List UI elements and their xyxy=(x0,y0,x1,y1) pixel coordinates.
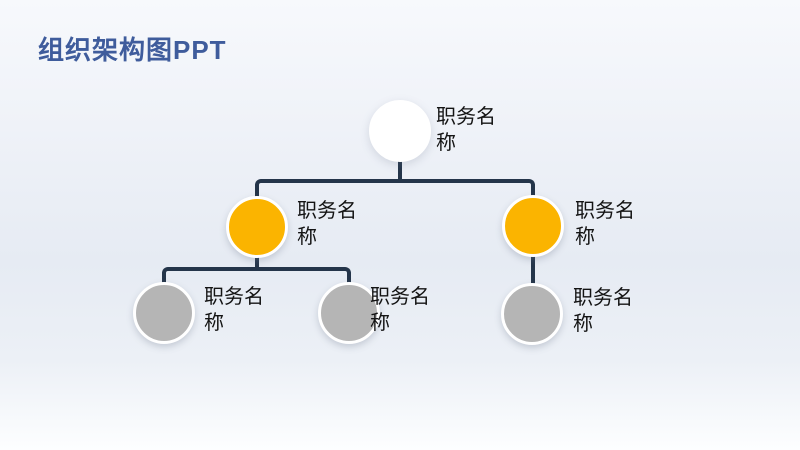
org-node-level3-second-label: 职务名称 xyxy=(370,286,430,334)
org-node-level3-first-label: 职务名称 xyxy=(204,286,264,334)
page-title: 组织架构图PPT xyxy=(38,35,227,65)
connector-root-stub xyxy=(398,158,402,181)
org-node-level3-third-circle xyxy=(501,283,563,345)
org-node-level3-third-label: 职务名称 xyxy=(573,287,633,335)
org-node-level2-right-label: 职务名称 xyxy=(575,200,635,248)
org-node-level2-left-label: 职务名称 xyxy=(297,200,357,248)
org-node-level3-first-circle xyxy=(133,282,195,344)
org-node-root-circle xyxy=(369,100,431,162)
connector-level2a-stub xyxy=(255,255,259,269)
org-node-level3-second-circle xyxy=(318,282,380,344)
connector-level2b-to-level3 xyxy=(531,254,535,285)
connector-root-to-level2 xyxy=(255,179,535,199)
connector-level2a-to-level3 xyxy=(162,267,351,286)
org-node-level2-right-circle xyxy=(502,195,564,257)
org-node-root-label: 职务名称 xyxy=(436,106,496,154)
org-node-level2-left-circle xyxy=(226,196,288,258)
